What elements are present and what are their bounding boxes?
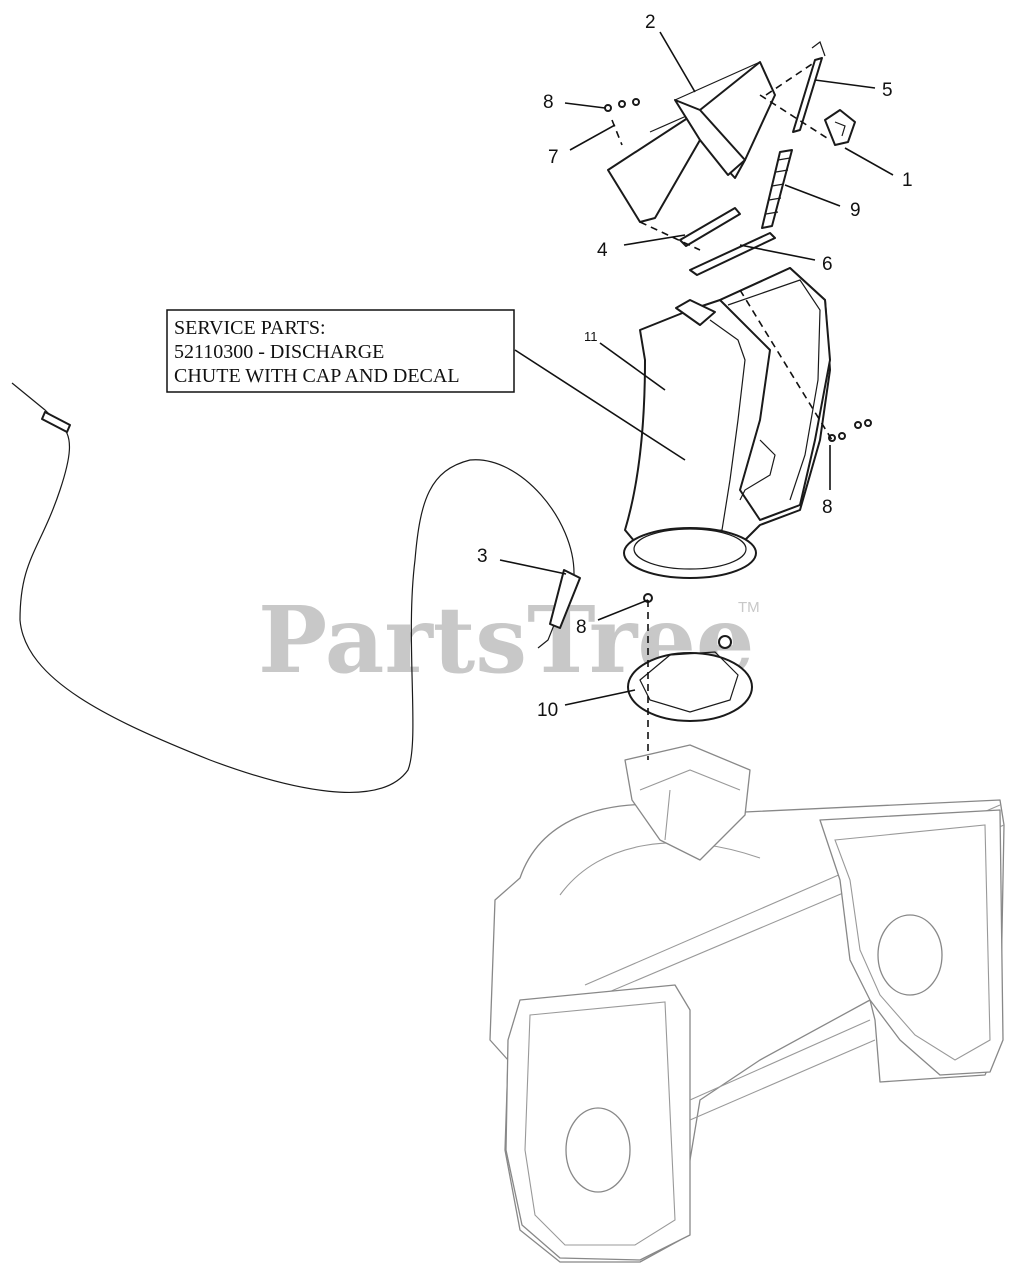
callout-10: 10 — [537, 700, 558, 721]
auger-housing — [489, 744, 1005, 1263]
callout-1: 1 — [902, 170, 913, 191]
callout-6: 6 — [822, 254, 833, 275]
watermark-tm: TM — [738, 599, 760, 616]
chute-deflector-part — [607, 61, 776, 223]
service-note: SERVICE PARTS: 52110300 - DISCHARGE CHUT… — [166, 309, 515, 393]
discharge-chute-part — [623, 267, 831, 579]
leader-lines — [499, 31, 894, 706]
flange-part — [627, 635, 753, 722]
rod-part — [792, 41, 826, 133]
pin-part — [679, 207, 741, 247]
callout-4: 4 — [597, 240, 608, 261]
service-note-line-1: SERVICE PARTS: — [174, 317, 326, 339]
spring-part — [761, 149, 793, 229]
callout-3: 3 — [477, 546, 488, 567]
callout-8-top: 8 — [543, 92, 554, 113]
control-cable-part — [11, 382, 581, 793]
callout-2: 2 — [645, 12, 656, 33]
callout-labels: 2 5 8 7 1 9 4 6 11 8 3 8 10 — [477, 12, 913, 721]
callout-11: 11 — [584, 329, 598, 344]
callout-8-middle: 8 — [576, 617, 587, 638]
fasteners — [604, 98, 872, 603]
service-note-line-3: CHUTE WITH CAP AND DECAL — [174, 365, 460, 387]
assembly-lines — [611, 61, 833, 760]
service-note-line-2: 52110300 - DISCHARGE — [174, 341, 384, 363]
clip-part — [824, 109, 856, 146]
callout-8-right: 8 — [822, 497, 833, 518]
plate-part — [689, 232, 776, 276]
callout-7: 7 — [548, 147, 559, 168]
callout-5: 5 — [882, 80, 893, 101]
callout-9: 9 — [850, 200, 861, 221]
